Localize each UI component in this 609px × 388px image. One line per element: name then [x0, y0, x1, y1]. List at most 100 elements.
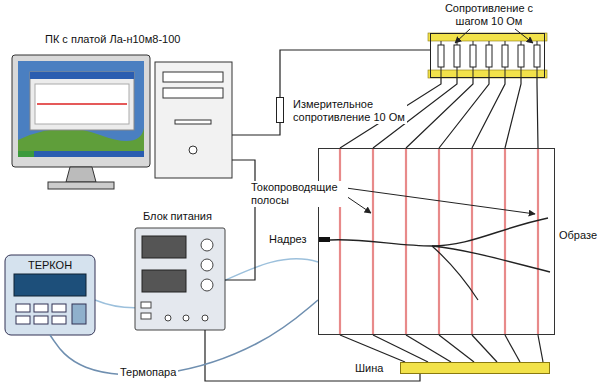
- wire-connector: [232, 123, 280, 135]
- node-label: Токопроводящие полосы: [249, 181, 348, 207]
- conductive-stripe: [537, 149, 539, 334]
- resistor-symbol: [438, 45, 444, 67]
- stripe-wire: [505, 78, 521, 148]
- stripe-wire: [406, 78, 473, 148]
- power-supply-body: [201, 259, 213, 271]
- power-supply-body: [202, 315, 208, 321]
- crack: [432, 246, 478, 300]
- terkon-body: [52, 304, 66, 312]
- power-supply-body: [165, 315, 171, 321]
- pc-tower: [155, 62, 232, 178]
- pc-monitor: [35, 84, 129, 124]
- pc-monitor: [37, 103, 127, 105]
- wire-connector: [439, 78, 489, 148]
- bus-bar: Шина: [400, 362, 550, 374]
- pc-workstation: ПК с платой Ла-н10м8-100: [12, 55, 232, 190]
- wire-connector: [439, 335, 474, 362]
- pc-monitor: [18, 151, 144, 157]
- pc-monitor: [30, 72, 134, 79]
- pc-tower: [189, 146, 197, 154]
- leader-line: [455, 29, 470, 43]
- power-supply-body: [141, 313, 151, 319]
- resistor-symbol: [502, 45, 508, 67]
- crack: [330, 218, 550, 300]
- resistor-bank: Сопротивление с шагом 10 Ом: [430, 33, 545, 78]
- node-label: Образе: [559, 229, 597, 242]
- specimen-plate: Токопроводящие полосыНадрезОбразе: [318, 148, 555, 335]
- pc-tower: [163, 72, 223, 82]
- node-label: ПК с платой Ла-н10м8-100: [45, 33, 180, 46]
- terkon-body: [34, 304, 48, 312]
- terkon-body: [5, 255, 95, 335]
- stripe-wire: [505, 335, 520, 362]
- crack: [330, 218, 548, 246]
- node-label: Шина: [355, 362, 383, 375]
- node-label: ТЕРКОН: [5, 259, 95, 272]
- terkon-body: [16, 316, 30, 324]
- pc-tower: [155, 62, 232, 178]
- leader-line: [346, 188, 535, 214]
- terkon-body: [34, 316, 48, 324]
- terkon-meter: ТЕРКОН: [5, 255, 95, 335]
- pc-tower: [175, 120, 211, 124]
- pc-monitor: [48, 182, 114, 189]
- leader-line: [515, 29, 533, 43]
- stripe-wire: [373, 335, 428, 362]
- terkon-body: [52, 316, 66, 324]
- conductive-stripe: [438, 149, 440, 334]
- conductive-stripe: [339, 149, 341, 334]
- resistor-symbol: [454, 45, 460, 67]
- resistor-symbol: [470, 45, 476, 67]
- power-supply-body: [201, 279, 213, 291]
- terkon-body: [16, 304, 30, 312]
- pc-monitor: [18, 128, 144, 157]
- connector-group: [50, 50, 489, 381]
- wire-connector: [205, 330, 420, 381]
- bank-wire: [441, 41, 537, 78]
- notch: [318, 237, 330, 242]
- power-supply-body: [142, 236, 186, 258]
- power-supply-body: [135, 228, 225, 330]
- terkon-body: [5, 255, 95, 335]
- node-label: Блок питания: [143, 210, 212, 223]
- power-supply-body: [142, 270, 186, 292]
- leader-line: [346, 196, 371, 213]
- wire-connector: [50, 300, 318, 375]
- edge-label: Термопара: [118, 366, 178, 379]
- conductive-stripe: [471, 149, 473, 334]
- stripe-wire: [472, 335, 497, 362]
- pc-monitor: [18, 61, 144, 157]
- node-label: Сопротивление с шагом 10 Ом: [443, 2, 535, 28]
- crack: [432, 246, 550, 272]
- resistor-symbol: [534, 45, 540, 67]
- pc-monitor: [12, 55, 150, 167]
- pc-monitor: [30, 72, 134, 130]
- wire-connector: [280, 50, 430, 97]
- power-supply-body: [135, 228, 225, 330]
- node-label: Надрез: [269, 233, 307, 246]
- pc-monitor: [12, 55, 150, 189]
- stripe-wire: [340, 335, 405, 362]
- measuring-resistor: Измерительное сопротивление 10 Ом: [276, 97, 284, 123]
- pc-tower: [163, 88, 223, 98]
- conductive-stripe: [504, 149, 506, 334]
- power-supply-body: [201, 239, 213, 251]
- resistor-symbol: [518, 45, 524, 67]
- resistor-symbol: [486, 45, 492, 67]
- conductive-stripe: [405, 149, 407, 334]
- pc-monitor: [66, 167, 96, 182]
- power-supply-body: [183, 315, 189, 321]
- stripe-wire: [538, 335, 543, 362]
- node-label: Измерительное сопротивление 10 Ом: [291, 98, 407, 124]
- resistor-symbol: [438, 45, 540, 67]
- terkon-body: [72, 304, 86, 324]
- resistor-bank-body: [428, 70, 547, 78]
- wire-connector: [225, 160, 255, 280]
- notch: [318, 237, 330, 242]
- terkon-body: [14, 274, 86, 296]
- stripe-wire: [537, 78, 538, 148]
- power-supply: Блок питания: [135, 228, 225, 330]
- pc-monitor: [18, 151, 34, 157]
- stripe-wire: [472, 78, 505, 148]
